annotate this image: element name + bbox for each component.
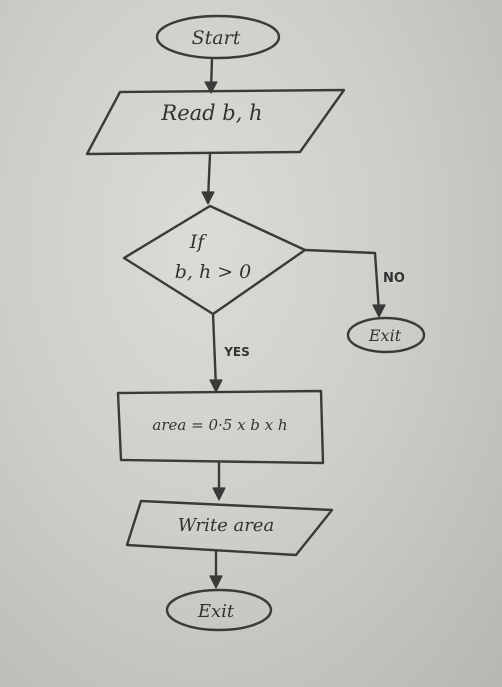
arrow-head: [204, 81, 218, 94]
input-parallelogram-shape: [85, 88, 346, 156]
no-branch-line: [303, 248, 381, 314]
start-oval-shape: [155, 14, 281, 60]
output-label: Write area: [178, 515, 274, 536]
start-label: Start: [192, 27, 241, 49]
no-exit-terminator: Exit: [346, 316, 426, 354]
no-branch-arrow-head: [372, 304, 386, 318]
arrow-output-to-exit: [209, 549, 223, 589]
no-branch: NO: [303, 248, 405, 318]
arrow-start-to-input: [204, 56, 218, 94]
arrow-input-to-decision: [201, 152, 215, 205]
yes-branch-arrow-head: [209, 379, 223, 393]
output-parallelogram-shape: [125, 499, 334, 557]
process-rectangle: area = 0·5 x b x h: [116, 389, 325, 465]
yes-branch-line: [211, 312, 218, 390]
end-exit-oval-shape: [165, 588, 273, 632]
process-label: area = 0·5 x b x h: [152, 416, 287, 434]
start-terminator: Start: [155, 14, 281, 60]
arrow-head: [201, 191, 215, 205]
no-exit-oval-shape: [346, 316, 426, 354]
arrow-process-to-output: [212, 460, 226, 501]
yes-branch-label: YES: [223, 345, 250, 359]
decision-label-line2: b, h > 0: [175, 261, 252, 283]
no-exit-label: Exit: [368, 326, 402, 345]
decision-diamond: If b, h > 0: [122, 204, 307, 316]
yes-branch: YES: [209, 312, 250, 393]
end-exit-label: Exit: [197, 601, 235, 622]
process-rectangle-shape: [116, 389, 325, 465]
arrow-head: [209, 575, 223, 589]
no-branch-label: NO: [383, 271, 405, 286]
end-exit-terminator: Exit: [165, 588, 273, 632]
arrow-head: [212, 487, 226, 501]
decision-label-line1: If: [189, 231, 208, 253]
output-parallelogram: Write area: [125, 499, 334, 557]
input-parallelogram: Read b, h: [85, 88, 346, 156]
input-label: Read b, h: [160, 101, 262, 125]
decision-diamond-shape: [122, 204, 307, 316]
